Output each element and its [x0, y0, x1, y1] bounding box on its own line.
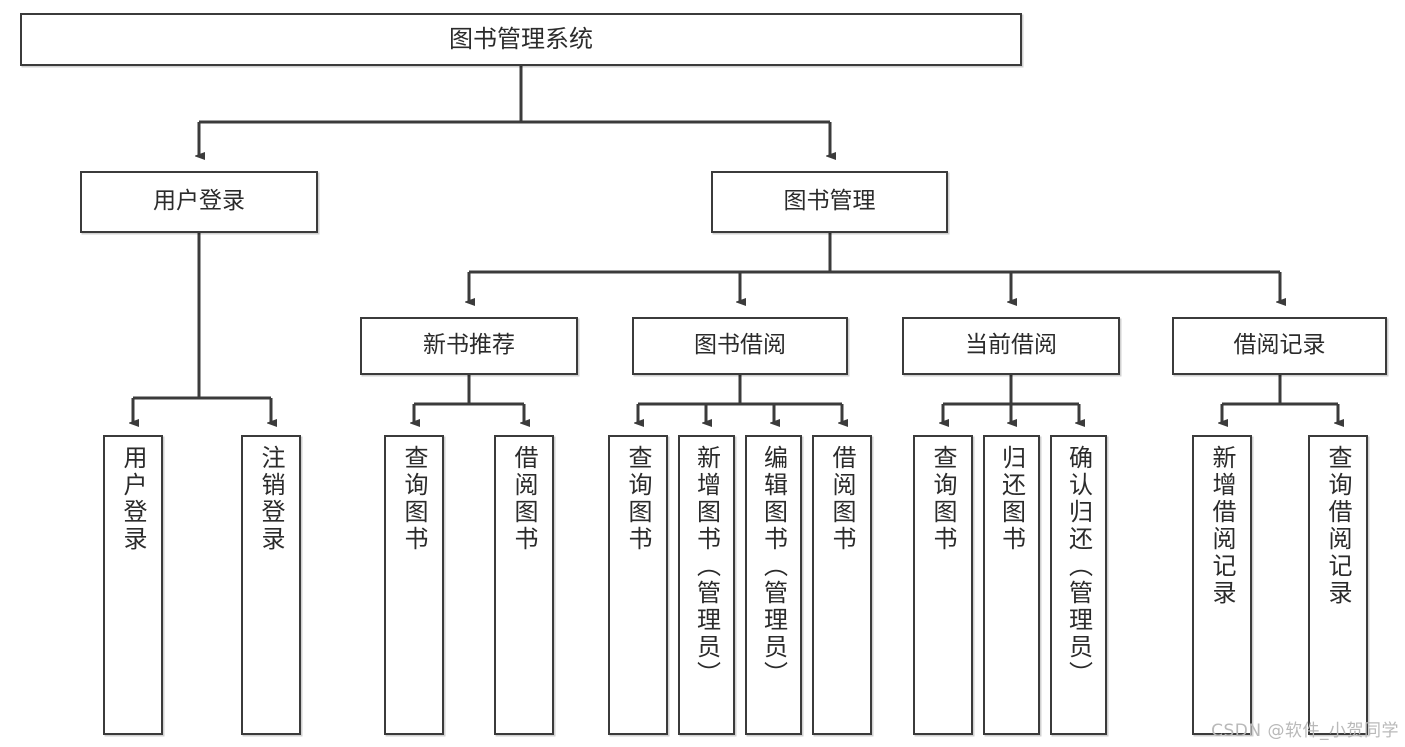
node-label: 查询图书 [929, 445, 957, 553]
leaf-borrow-query-book[interactable]: 查询图书 [608, 435, 668, 735]
node-label: 归还图书 [997, 445, 1026, 553]
leaf-recommend-borrow-book[interactable]: 借阅图书 [494, 435, 554, 735]
node-book-management[interactable]: 图书管理 [711, 171, 948, 233]
leaf-borrow-edit-book-admin[interactable]: 编辑图书（管理员） [745, 435, 802, 735]
node-label: 图书借阅 [694, 332, 786, 359]
node-label: 新增图书（管理员） [692, 445, 721, 688]
node-label: 借阅图书 [828, 445, 856, 553]
node-label: 新书推荐 [423, 332, 515, 359]
node-label: 查询图书 [400, 445, 428, 553]
leaf-borrow-borrow-book[interactable]: 借阅图书 [812, 435, 872, 735]
leaf-borrow-add-book-admin[interactable]: 新增图书（管理员） [678, 435, 735, 735]
node-label: 新增借阅记录 [1208, 445, 1236, 607]
node-label: 确认归还（管理员） [1064, 445, 1093, 688]
node-label: 查询借阅记录 [1324, 445, 1352, 607]
leaf-record-query-record[interactable]: 查询借阅记录 [1308, 435, 1368, 735]
node-current-borrow[interactable]: 当前借阅 [902, 317, 1120, 375]
leaf-current-confirm-return-admin[interactable]: 确认归还（管理员） [1050, 435, 1107, 735]
node-label: 图书管理 [783, 188, 876, 215]
node-label: 编辑图书（管理员） [759, 445, 788, 688]
node-borrow-record[interactable]: 借阅记录 [1172, 317, 1387, 375]
node-user-login[interactable]: 用户登录 [80, 171, 318, 233]
leaf-recommend-query-book[interactable]: 查询图书 [384, 435, 444, 735]
node-label: 查询图书 [624, 445, 652, 553]
node-label: 借阅图书 [510, 445, 538, 553]
node-new-book-recommend[interactable]: 新书推荐 [360, 317, 578, 375]
node-label: 借阅记录 [1233, 332, 1326, 359]
node-book-borrow[interactable]: 图书借阅 [632, 317, 848, 375]
node-root-system[interactable]: 图书管理系统 [20, 13, 1022, 66]
leaf-record-add-record[interactable]: 新增借阅记录 [1192, 435, 1252, 735]
node-label: 注销登录 [257, 445, 285, 553]
leaf-current-return-book[interactable]: 归还图书 [983, 435, 1040, 735]
node-label: 用户登录 [119, 445, 147, 553]
leaf-user-login-signin[interactable]: 用户登录 [103, 435, 163, 735]
leaf-current-query-book[interactable]: 查询图书 [913, 435, 973, 735]
node-label: 当前借阅 [965, 332, 1057, 359]
leaf-user-login-signout[interactable]: 注销登录 [241, 435, 301, 735]
node-label: 图书管理系统 [449, 25, 593, 54]
node-label: 用户登录 [153, 188, 245, 215]
